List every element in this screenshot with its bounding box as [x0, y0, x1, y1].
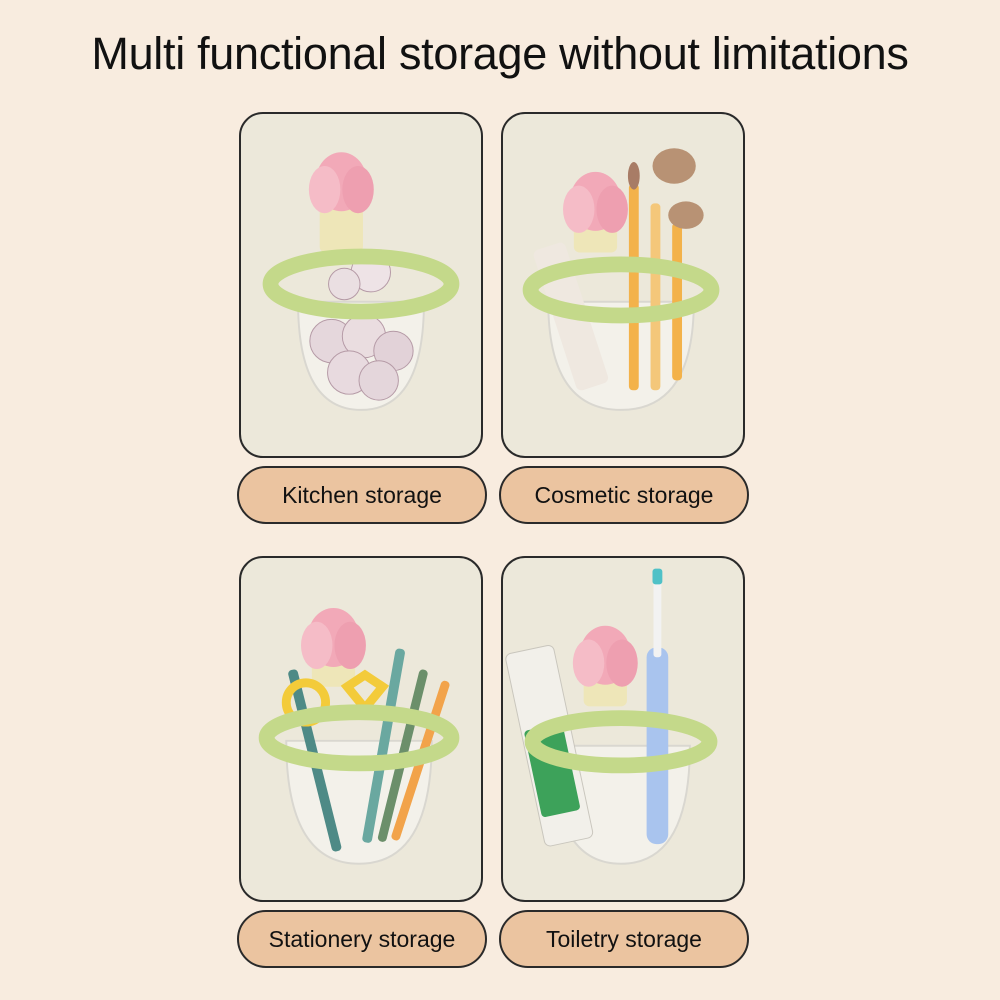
stationery-storage-label: Stationery storage: [237, 910, 487, 968]
kitchen-storage-panel: [239, 112, 483, 458]
stationery-storage-panel: [239, 556, 483, 902]
stationery-holder-illustration: [258, 608, 460, 865]
makeup-brushes: [627, 148, 704, 391]
tulip-hook-icon: [572, 625, 638, 687]
green-ring: [524, 710, 718, 774]
electric-toothbrush-icon: [646, 568, 669, 845]
green-ring: [522, 256, 720, 324]
cosmetic-storage-panel: [501, 112, 745, 458]
kitchen-holder-illustration: [262, 152, 460, 411]
tulip-hook-icon: [308, 152, 374, 214]
page-headline: Multi functional storage without limitat…: [91, 28, 909, 79]
tulip-hook-icon: [563, 171, 628, 233]
toiletry-storage-label: Toiletry storage: [499, 910, 749, 968]
cosmetic-holder-illustration: [522, 148, 720, 411]
green-ring: [262, 248, 460, 320]
green-ring: [258, 704, 460, 772]
cosmetic-storage-label: Cosmetic storage: [499, 466, 749, 524]
garlic-bulbs: [309, 252, 414, 401]
toiletry-storage-panel: [501, 556, 745, 902]
kitchen-storage-label: Kitchen storage: [237, 466, 487, 524]
toiletry-holder-illustration: [505, 568, 718, 865]
tulip-hook-icon: [301, 608, 366, 669]
